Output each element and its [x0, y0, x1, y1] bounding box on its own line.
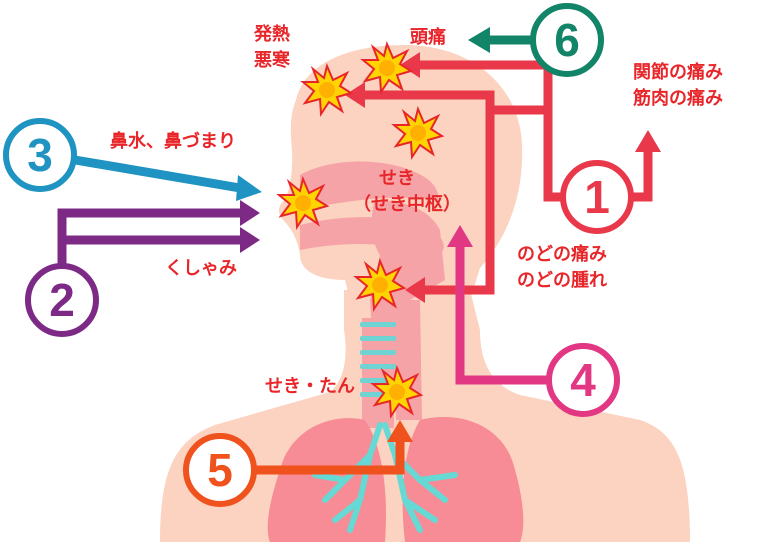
label-cough-center: せき （せき中枢）: [353, 166, 461, 218]
badge-6: 6: [530, 3, 604, 77]
badge-2-text: 2: [49, 274, 75, 326]
label-throat: のどの痛み のどの腫れ: [517, 242, 607, 294]
path-5: [255, 420, 413, 475]
label-fever-line2: 悪寒: [254, 50, 290, 71]
badge-5: 5: [183, 433, 257, 507]
path1-arrowhead-joints: [635, 130, 661, 152]
label-runny-nose: 鼻水、鼻づまり: [110, 131, 236, 152]
path5-arrowhead: [387, 420, 413, 442]
label-cough-phlegm: せき・たん: [265, 376, 355, 397]
label-pain: 関節の痛み 筋肉の痛み: [633, 60, 723, 112]
path1-route-throat: [425, 100, 495, 295]
badge-4-text: 4: [570, 354, 596, 406]
nasal-cavity: [300, 161, 439, 210]
path-6: [468, 27, 535, 53]
badge-2: 2: [25, 263, 99, 337]
label-sore-throat: のどの痛み: [517, 244, 607, 265]
label-cough-center-name: （せき中枢）: [353, 194, 461, 215]
badge-1-text: 1: [584, 171, 610, 223]
label-headache: 頭痛: [410, 27, 446, 48]
badge-4: 4: [546, 343, 620, 417]
label-fever: 発熱 悪寒: [254, 22, 290, 74]
label-swollen-throat: のどの腫れ: [517, 270, 607, 291]
path1-arrowhead-fever: [345, 82, 365, 108]
path3-route: [74, 155, 241, 193]
path6-arrowhead: [468, 27, 490, 53]
path2-route: [57, 208, 240, 265]
badge-1: 1: [560, 160, 634, 234]
badge-3-text: 3: [27, 129, 53, 181]
path2-arrowhead-upper: [240, 200, 260, 226]
label-muscle-pain: 筋肉の痛み: [633, 88, 723, 109]
burst-brain: [391, 105, 445, 161]
burst-bronchi: [370, 364, 424, 420]
badge-6-text: 6: [554, 14, 580, 66]
path4-route: [455, 245, 548, 385]
label-sneeze: くしゃみ: [165, 258, 237, 279]
burst-forehead: [300, 62, 354, 118]
path1-arrowhead-headache: [400, 52, 420, 78]
label-fever-line1: 発熱: [254, 24, 290, 45]
path-4: [447, 225, 548, 385]
path-2: [57, 200, 260, 265]
human-figure: [160, 45, 690, 542]
path3-arrowhead: [236, 175, 262, 201]
burst-head-top: [360, 40, 414, 96]
right-lung: [402, 417, 524, 542]
burst-throat: [353, 257, 407, 313]
label-joint-pain: 関節の痛み: [633, 62, 723, 83]
path4-arrowhead: [447, 225, 473, 247]
path2-arrowhead-lower: [240, 227, 260, 253]
path1-arrowhead-throat: [405, 277, 425, 303]
label-cough: せき: [379, 168, 415, 189]
trachea: [360, 318, 396, 428]
path-3: [74, 155, 262, 201]
burst-nose: [276, 175, 330, 231]
path1-route-upper: [420, 60, 570, 202]
badge-3: 3: [3, 118, 77, 192]
badge-5-text: 5: [207, 444, 233, 496]
path5-route: [255, 440, 405, 475]
